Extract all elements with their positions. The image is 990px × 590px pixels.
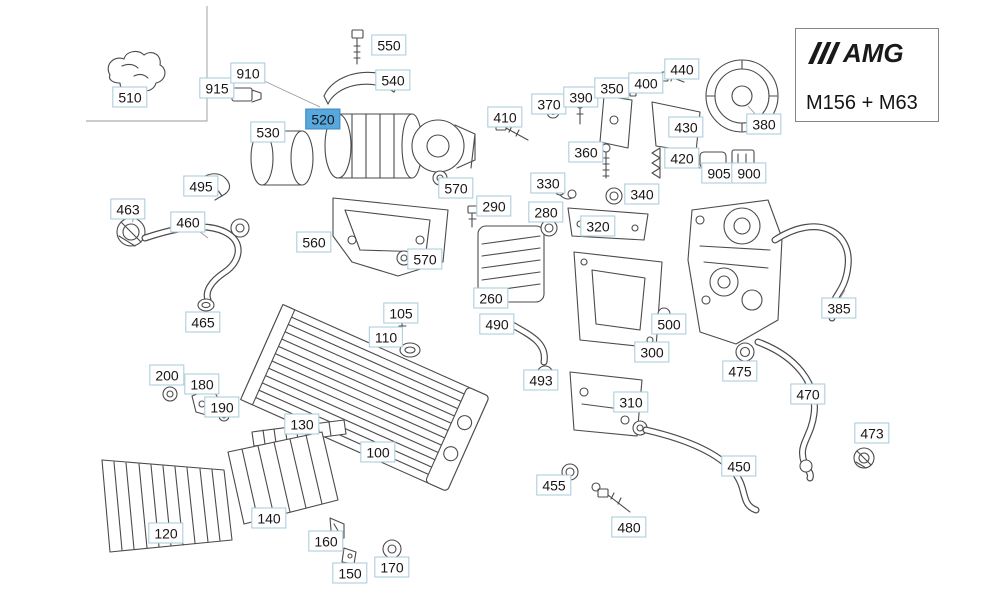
part-label-360[interactable]: 360 — [568, 141, 604, 163]
part-label-540[interactable]: 540 — [375, 69, 411, 91]
part-label-500[interactable]: 500 — [651, 313, 687, 335]
amg-logo-text: AMG — [842, 38, 904, 68]
part-label-330[interactable]: 330 — [530, 172, 566, 194]
part-label-510[interactable]: 510 — [112, 86, 148, 108]
part-label-180[interactable]: 180 — [184, 373, 220, 395]
part-label-905[interactable]: 905 — [701, 162, 737, 184]
part-label-473[interactable]: 473 — [854, 422, 890, 444]
part-label-190[interactable]: 190 — [204, 396, 240, 418]
part-label-490[interactable]: 490 — [479, 313, 515, 335]
part-label-910[interactable]: 910 — [230, 62, 266, 84]
part-label-105[interactable]: 105 — [383, 302, 419, 324]
part-label-465[interactable]: 465 — [185, 311, 221, 333]
part-label-140[interactable]: 140 — [251, 507, 287, 529]
part-label-160[interactable]: 160 — [308, 530, 344, 552]
part-label-455[interactable]: 455 — [536, 474, 572, 496]
part-label-340[interactable]: 340 — [624, 183, 660, 205]
part-label-470[interactable]: 470 — [790, 383, 826, 405]
part-label-463[interactable]: 463 — [110, 198, 146, 220]
part-label-550[interactable]: 550 — [371, 34, 407, 56]
part-label-900[interactable]: 900 — [731, 162, 767, 184]
part-label-300[interactable]: 300 — [634, 341, 670, 363]
part-label-495[interactable]: 495 — [183, 175, 219, 197]
amg-logo: AMG — [808, 38, 904, 68]
part-label-280[interactable]: 280 — [528, 201, 564, 223]
model-title: M156 + M63 — [806, 92, 918, 114]
part-label-440[interactable]: 440 — [664, 58, 700, 80]
part-label-320[interactable]: 320 — [580, 215, 616, 237]
part-label-150[interactable]: 150 — [332, 562, 368, 584]
part-label-290[interactable]: 290 — [476, 195, 512, 217]
part-label-915[interactable]: 915 — [199, 77, 235, 99]
part-label-380[interactable]: 380 — [746, 113, 782, 135]
part-label-350[interactable]: 350 — [594, 77, 630, 99]
part-label-450[interactable]: 450 — [721, 455, 757, 477]
part-label-370[interactable]: 370 — [531, 93, 567, 115]
part-label-570[interactable]: 570 — [438, 177, 474, 199]
part-label-560[interactable]: 560 — [296, 231, 332, 253]
part-label-493[interactable]: 493 — [523, 369, 559, 391]
legend-box: AMG M156 + M63 — [795, 28, 939, 122]
part-label-385[interactable]: 385 — [821, 297, 857, 319]
part-label-170[interactable]: 170 — [374, 556, 410, 578]
part-label-460[interactable]: 460 — [170, 211, 206, 233]
part-label-430[interactable]: 430 — [668, 116, 704, 138]
part-label-200[interactable]: 200 — [149, 364, 185, 386]
part-label-120[interactable]: 120 — [148, 522, 184, 544]
part-label-110[interactable]: 110 — [368, 326, 404, 348]
part-label-100[interactable]: 100 — [360, 441, 396, 463]
part-label-420[interactable]: 420 — [664, 147, 700, 169]
part-label-480[interactable]: 480 — [611, 516, 647, 538]
part-label-475[interactable]: 475 — [722, 360, 758, 382]
part-label-130[interactable]: 130 — [284, 413, 320, 435]
part-label-530[interactable]: 530 — [250, 121, 286, 143]
part-label-570[interactable]: 570 — [407, 248, 443, 270]
part-label-260[interactable]: 260 — [473, 287, 509, 309]
part-label-310[interactable]: 310 — [613, 391, 649, 413]
part-label-390[interactable]: 390 — [563, 86, 599, 108]
part-label-410[interactable]: 410 — [487, 106, 523, 128]
part-label-400[interactable]: 400 — [628, 72, 664, 94]
part-label-520-selected[interactable]: 520 — [305, 108, 341, 130]
